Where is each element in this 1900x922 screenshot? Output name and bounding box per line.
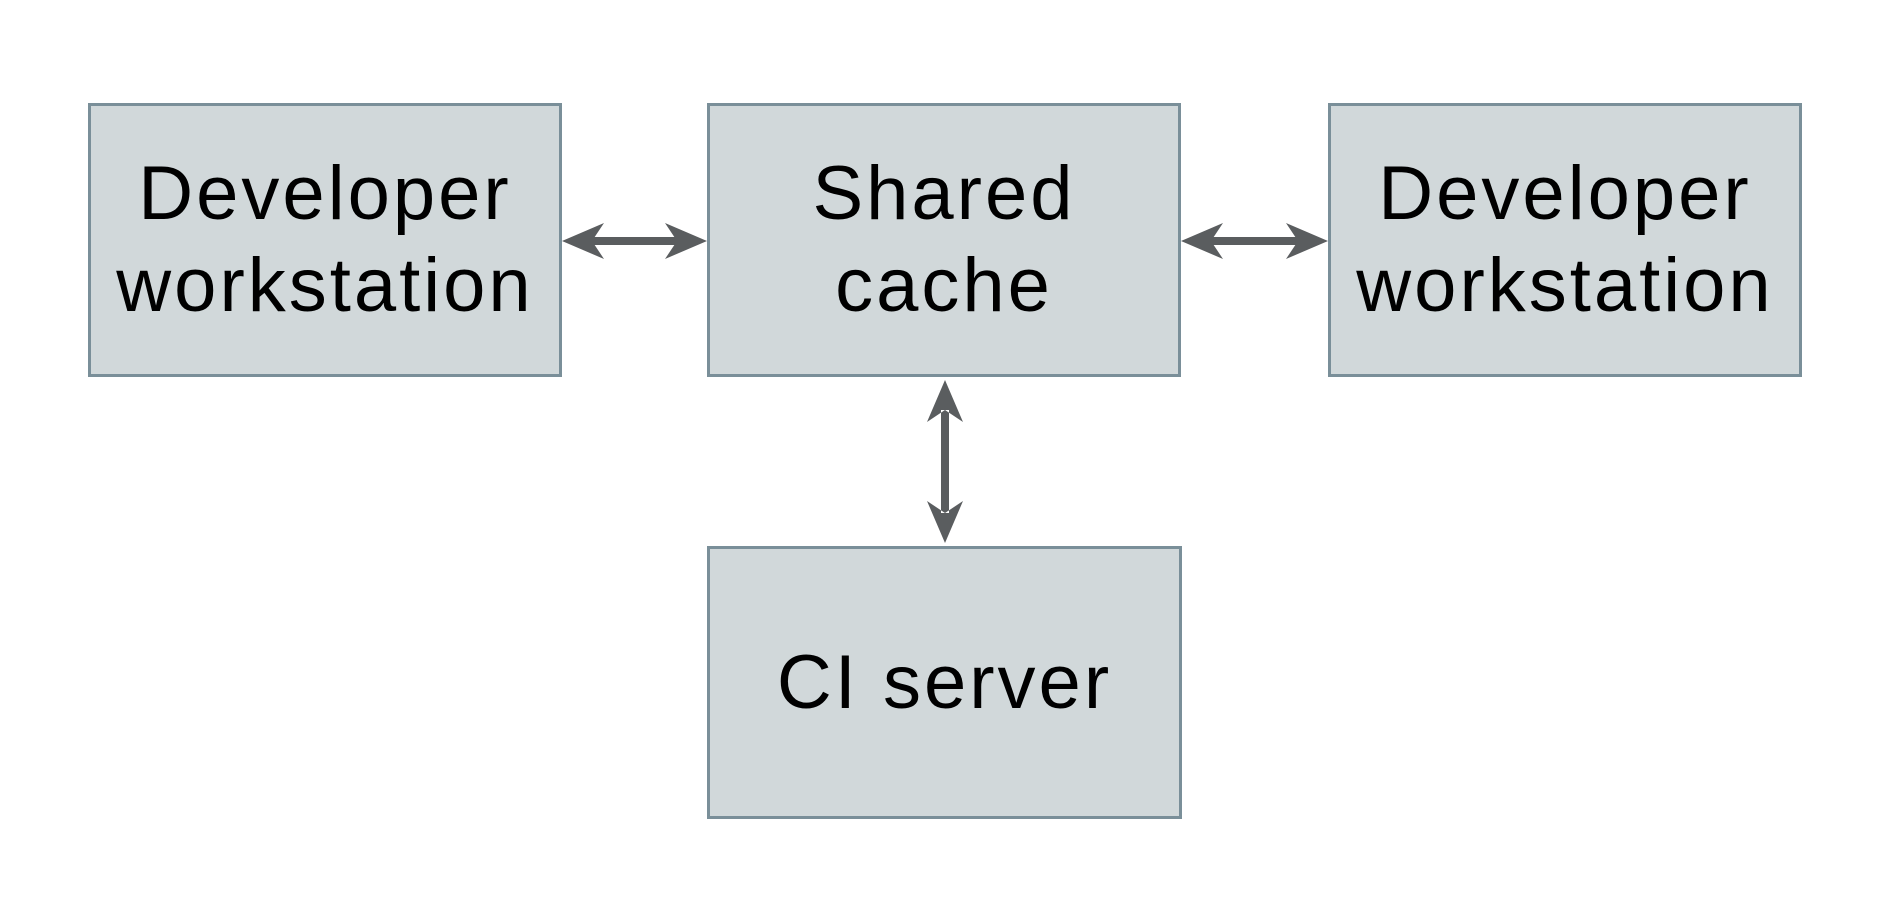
- node-label-shared-cache: Shared cache: [812, 151, 1076, 328]
- bidirectional-arrow-cache-to-ci-server: [927, 380, 963, 543]
- arrow-shape: [562, 223, 707, 259]
- node-label-developer-workstation-right: Developer workstation: [1356, 151, 1774, 328]
- bidirectional-arrow-workstation-left-to-cache: [562, 223, 707, 259]
- node-label-developer-workstation-left: Developer workstation: [116, 151, 534, 328]
- node-ci-server: CI server: [707, 546, 1182, 819]
- node-shared-cache: Shared cache: [707, 103, 1181, 377]
- bidirectional-arrow-cache-to-workstation-right: [1181, 223, 1328, 259]
- node-developer-workstation-right: Developer workstation: [1328, 103, 1802, 377]
- arrow-shape: [1181, 223, 1328, 259]
- arrow-shape: [927, 380, 963, 543]
- node-developer-workstation-left: Developer workstation: [88, 103, 562, 377]
- node-label-ci-server: CI server: [776, 639, 1113, 725]
